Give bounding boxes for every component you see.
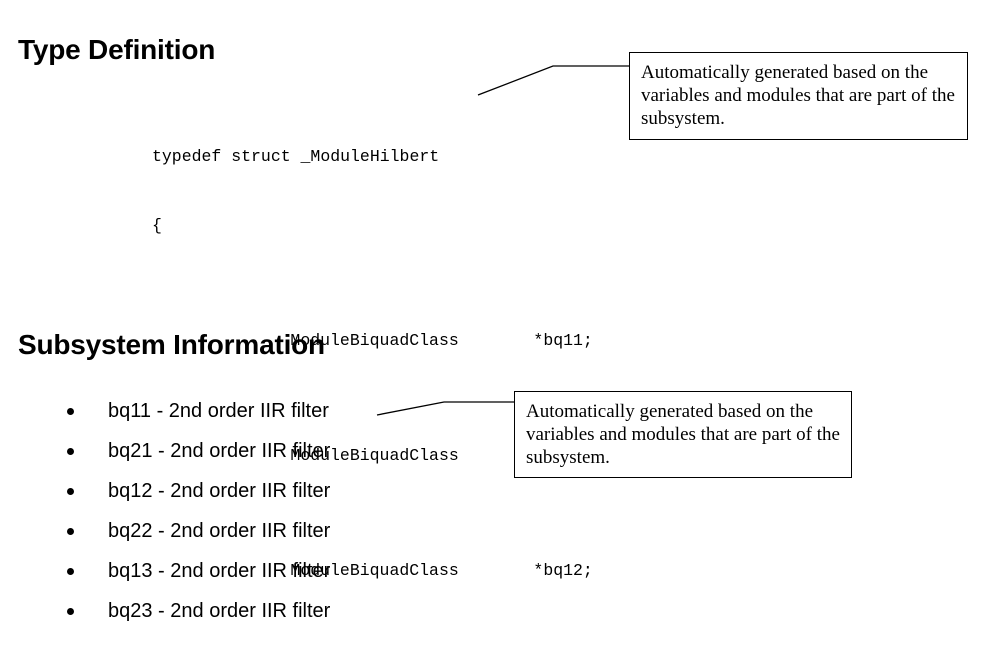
bullet-icon: [67, 608, 74, 615]
code-member-name: *bq11;: [533, 331, 593, 350]
bullet-icon: [67, 528, 74, 535]
list-item-label: bq13 - 2nd order IIR filter: [108, 560, 331, 582]
bullet-icon: [67, 488, 74, 495]
list-item-label: bq11 - 2nd order IIR filter: [108, 400, 329, 422]
list-item: bq11 - 2nd order IIR filter: [64, 391, 330, 431]
code-line-open-brace: {: [152, 216, 162, 235]
code-member-type: ModuleBiquadClass: [290, 331, 459, 350]
page-title-subsystem-information: Subsystem Information: [18, 329, 325, 360]
list-item: bq12 - 2nd order IIR filter: [64, 471, 330, 511]
bullet-icon: [67, 448, 74, 455]
page-title-type-definition: Type Definition: [18, 34, 216, 65]
bullet-icon: [67, 568, 74, 575]
list-item-label: bq21 - 2nd order IIR filter: [108, 440, 331, 462]
list-item: bq22 - 2nd order IIR filter: [64, 511, 330, 551]
code-member-type: ModuleBiquadClass: [290, 561, 459, 580]
subsystem-bullet-list: bq11 - 2nd order IIR filter bq21 - 2nd o…: [64, 391, 330, 631]
leader-line-type-definition: [477, 65, 629, 96]
code-line-typedef: typedef struct _ModuleHilbert: [152, 147, 440, 166]
list-item-label: bq12 - 2nd order IIR filter: [108, 480, 331, 502]
list-item-label: bq23 - 2nd order IIR filter: [108, 600, 331, 622]
list-item-label: bq22 - 2nd order IIR filter: [108, 520, 331, 542]
callout-box-subsystem-information: Automatically generated based on the var…: [514, 391, 852, 478]
callout-box-type-definition: Automatically generated based on the var…: [629, 52, 968, 140]
code-line-member: ModuleBiquadClass*bq22;: [152, 651, 593, 663]
list-item: bq13 - 2nd order IIR filter: [64, 551, 330, 591]
list-item: bq21 - 2nd order IIR filter: [64, 431, 330, 471]
code-line-member: ModuleBiquadClass *bq11;: [152, 306, 593, 375]
list-item: bq23 - 2nd order IIR filter: [64, 591, 330, 631]
code-member-name: *bq12;: [533, 561, 593, 580]
code-member-type: ModuleBiquadClass: [290, 446, 459, 465]
bullet-icon: [67, 408, 74, 415]
code-line-member: ModuleBiquadClass *bq12;: [152, 536, 593, 605]
